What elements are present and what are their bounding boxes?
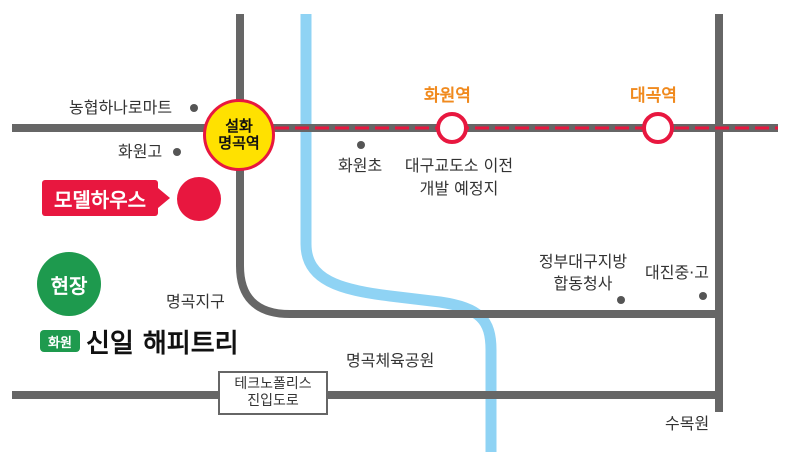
label-hwawon-go: 화원고 <box>118 142 163 161</box>
technopolis-road-box: 테크노폴리스 진입도로 <box>218 371 328 415</box>
station-seolhwa-myeonggok: 설화 명곡역 <box>203 99 275 171</box>
river <box>300 14 497 452</box>
brand-name: 신일 해피트리 <box>86 329 239 359</box>
road-vertical-left <box>236 14 719 318</box>
road-box-line2: 진입도로 <box>247 393 299 409</box>
station-hwawon-marker <box>436 112 468 144</box>
dot-hwawon-go <box>173 148 181 156</box>
label-gov-line1: 정부대구지방 <box>538 252 628 271</box>
dot-hwawon-cho <box>357 141 365 149</box>
brand-tag: 화원 <box>40 330 80 352</box>
dot-nonghyup <box>190 104 198 112</box>
label-hwawon-cho: 화원초 <box>338 156 383 175</box>
station-hwawon-label: 화원역 <box>424 86 471 106</box>
station-main-line2: 명곡역 <box>218 134 260 152</box>
label-myeonggok-sports: 명곡체육공원 <box>346 351 435 370</box>
dot-daejin <box>699 292 707 300</box>
station-daegok-marker <box>642 112 674 144</box>
label-correctional-line1: 대구교도소 이전 <box>404 156 514 175</box>
label-sumokwon: 수목원 <box>665 414 710 433</box>
model-house-marker <box>177 177 221 221</box>
label-myeonggok-district: 명곡지구 <box>166 292 225 311</box>
station-daegok-label: 대곡역 <box>630 86 677 106</box>
model-house-badge: 모델하우스 <box>42 180 170 216</box>
label-correctional-line2: 개발 예정지 <box>419 179 499 198</box>
station-main-line1: 설화 <box>225 117 253 135</box>
site-badge: 현장 <box>37 252 101 316</box>
label-nonghyup: 농협하나로마트 <box>69 98 173 117</box>
label-gov-line2: 합동청사 <box>553 274 613 293</box>
road-box-line1: 테크노폴리스 <box>234 376 312 392</box>
label-daejin: 대진중·고 <box>645 263 709 282</box>
dot-gov <box>617 296 625 304</box>
